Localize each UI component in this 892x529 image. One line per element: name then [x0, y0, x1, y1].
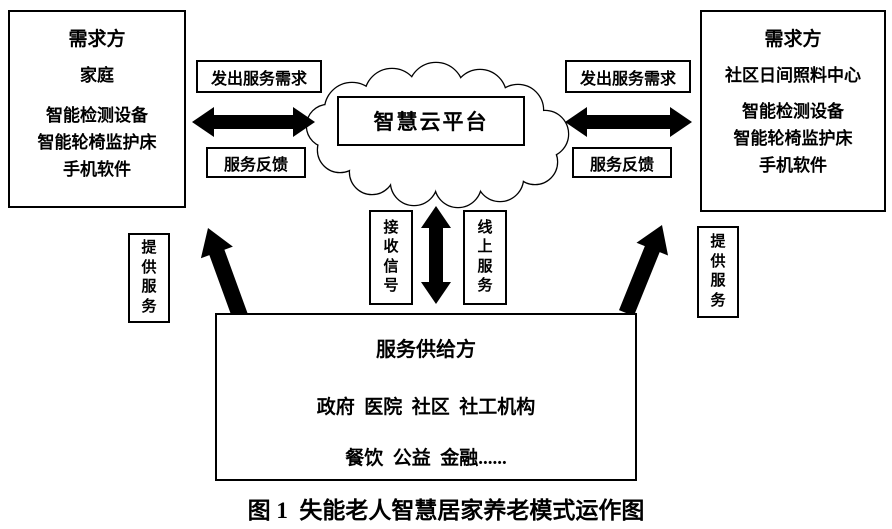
request-label-left: 发出服务需求	[196, 60, 322, 93]
cloud-platform-box: 智慧云平台	[337, 96, 525, 146]
right-demand-title: 需求方	[764, 29, 822, 50]
receive-signal-text: 接收信号	[383, 219, 399, 295]
provide-service-right-text: 提供服务	[710, 234, 726, 309]
left-demand-lines: 智能检测设备 智能轮椅监护床 手机软件	[10, 102, 184, 184]
request-label-right: 发出服务需求	[565, 60, 691, 93]
provide-service-label-left: 提供服务	[128, 233, 170, 323]
online-service-label: 线上服务	[463, 210, 507, 305]
supplier-box: 服务供给方 政府 医院 社区 社工机构 餐饮 公益 金融......	[215, 313, 637, 481]
supplier-title: 服务供给方	[376, 339, 476, 361]
provide-service-label-right: 提供服务	[697, 226, 739, 318]
left-demand-line: 智能轮椅监护床	[37, 133, 157, 153]
request-label-left-text: 发出服务需求	[210, 70, 307, 88]
left-demand-subtitle: 家庭	[80, 66, 114, 85]
left-demand-box: 需求方 家庭 智能检测设备 智能轮椅监护床 手机软件	[8, 10, 186, 208]
arrow-supplier-left-demand	[200, 228, 249, 321]
right-demand-lines: 智能检测设备 智能轮椅监护床 手机软件	[702, 98, 884, 180]
right-demand-subtitle: 社区日间照料中心	[725, 66, 861, 85]
request-label-right-text: 发出服务需求	[579, 70, 676, 88]
right-demand-line: 手机软件	[759, 156, 827, 176]
receive-signal-label: 接收信号	[369, 210, 413, 305]
figure-caption: 图 1 失能老人智慧居家养老模式运作图	[247, 498, 645, 523]
arrow-supplier-right-demand	[618, 225, 669, 317]
arrow-cloud-supplier	[421, 206, 451, 304]
right-demand-box: 需求方 社区日间照料中心 智能检测设备 智能轮椅监护床 手机软件	[700, 10, 886, 212]
left-demand-title: 需求方	[68, 29, 126, 50]
cloud-platform-label: 智慧云平台	[373, 110, 489, 134]
provide-service-left-text: 提供服务	[141, 240, 157, 315]
online-service-text: 线上服务	[477, 219, 493, 295]
arrow-right-demand-cloud	[565, 107, 692, 137]
right-demand-line: 智能检测设备	[742, 102, 844, 121]
supplier-line1: 政府 医院 社区 社工机构	[316, 397, 536, 418]
left-demand-line: 智能检测设备	[46, 106, 148, 125]
left-demand-line: 手机软件	[63, 160, 131, 180]
supplier-line2: 餐饮 公益 金融......	[345, 448, 507, 469]
feedback-label-right: 服务反馈	[572, 147, 672, 178]
arrow-left-demand-cloud	[192, 107, 315, 137]
feedback-label-right-text: 服务反馈	[589, 156, 654, 174]
feedback-label-left-text: 服务反馈	[223, 156, 288, 174]
feedback-label-left: 服务反馈	[206, 147, 306, 178]
right-demand-line: 智能轮椅监护床	[733, 129, 853, 149]
